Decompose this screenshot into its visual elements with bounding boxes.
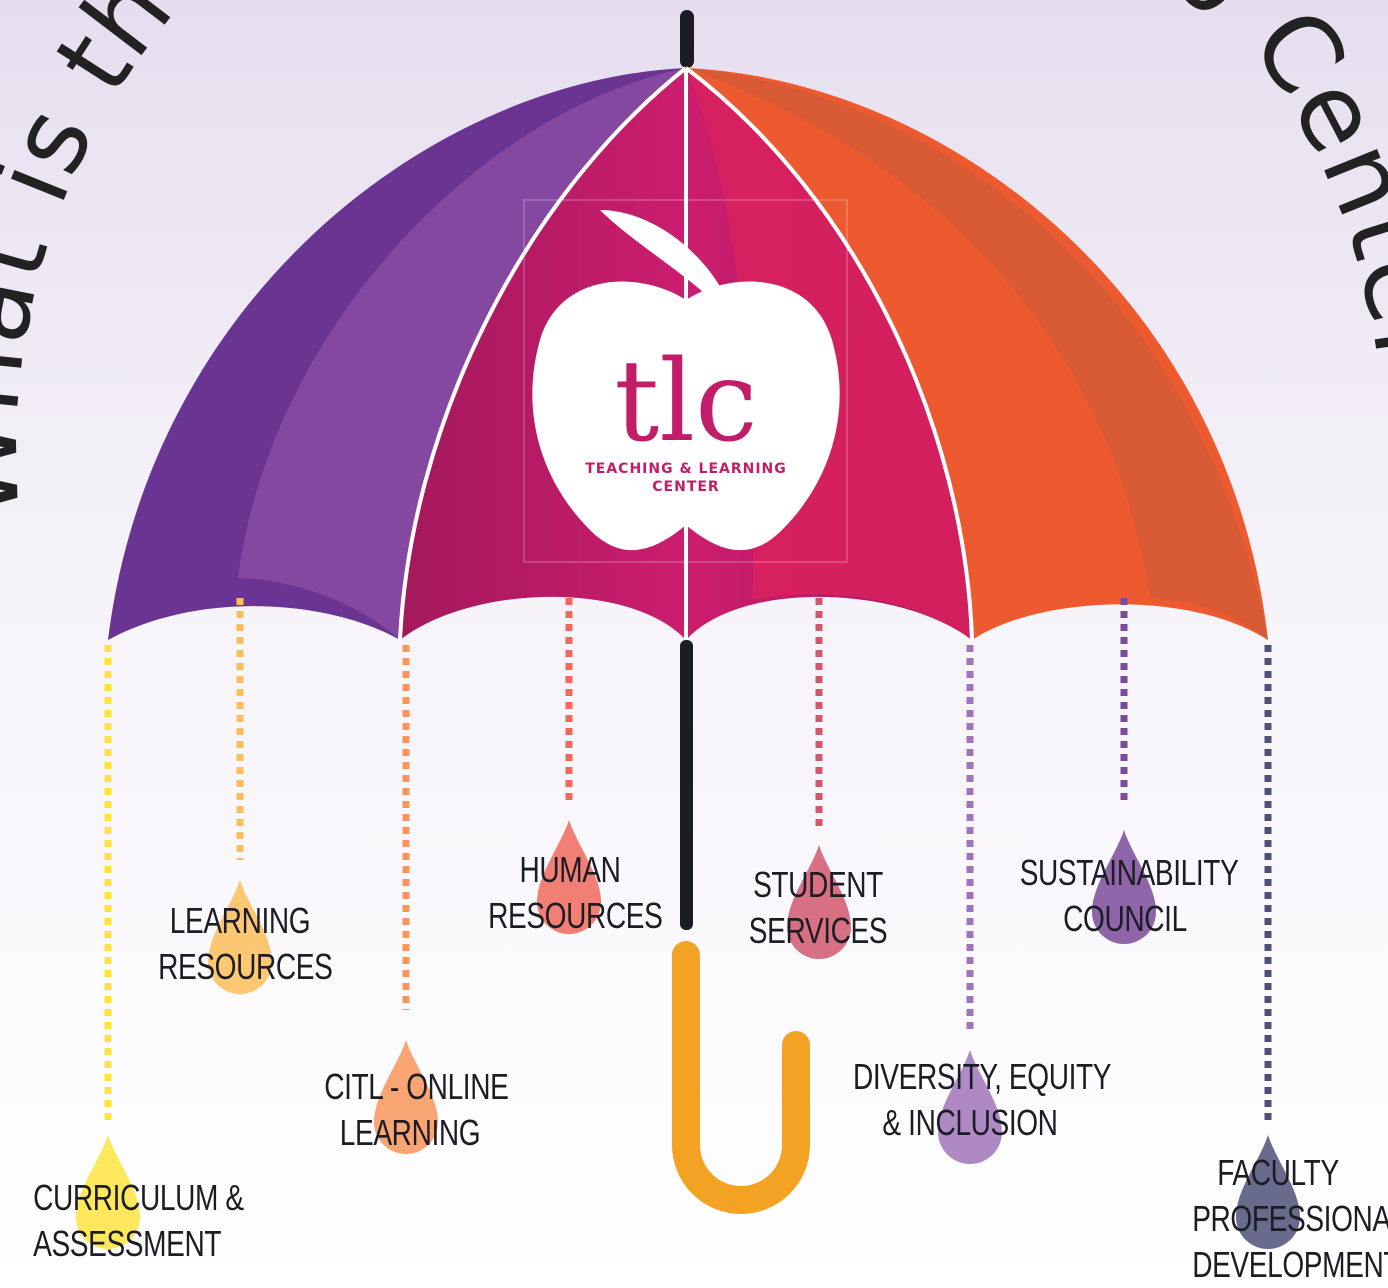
label-dei: DIVERSITY, EQUITY& INCLUSION xyxy=(853,1056,1112,1143)
apple-leaf-icon xyxy=(600,210,722,300)
umbrella-handle xyxy=(672,941,810,1214)
umbrella-tip xyxy=(680,10,694,68)
raindrop-icon-citl xyxy=(374,1040,438,1154)
raindrop-icon-curriculum xyxy=(76,1135,140,1249)
canopy-panel-orange xyxy=(686,68,1268,640)
raindrop-icon-sustainability xyxy=(1092,830,1156,944)
label-curriculum: CURRICULUM &ASSESSMENT xyxy=(33,1177,244,1264)
canopy-panel-purple-light xyxy=(238,68,686,640)
raindrop-icon-human-resources xyxy=(537,820,601,934)
branch-layer xyxy=(76,598,1300,1249)
raindrop-icon-dei xyxy=(938,1050,1002,1164)
logo-line2: CENTER xyxy=(652,479,719,495)
umbrella-shaft xyxy=(680,640,693,930)
raindrop-icon-faculty-pd xyxy=(1236,1135,1300,1249)
raindrop-icon-learning-resources xyxy=(208,880,272,994)
tlc-logo: tlc TEACHING & LEARNING CENTER xyxy=(523,199,848,563)
canopy-panel-orange-dark xyxy=(686,68,1268,640)
logo-line1: TEACHING & LEARNING xyxy=(585,461,787,477)
logo-mark: tlc xyxy=(614,337,758,467)
raindrop-icon-student-services xyxy=(787,845,851,959)
